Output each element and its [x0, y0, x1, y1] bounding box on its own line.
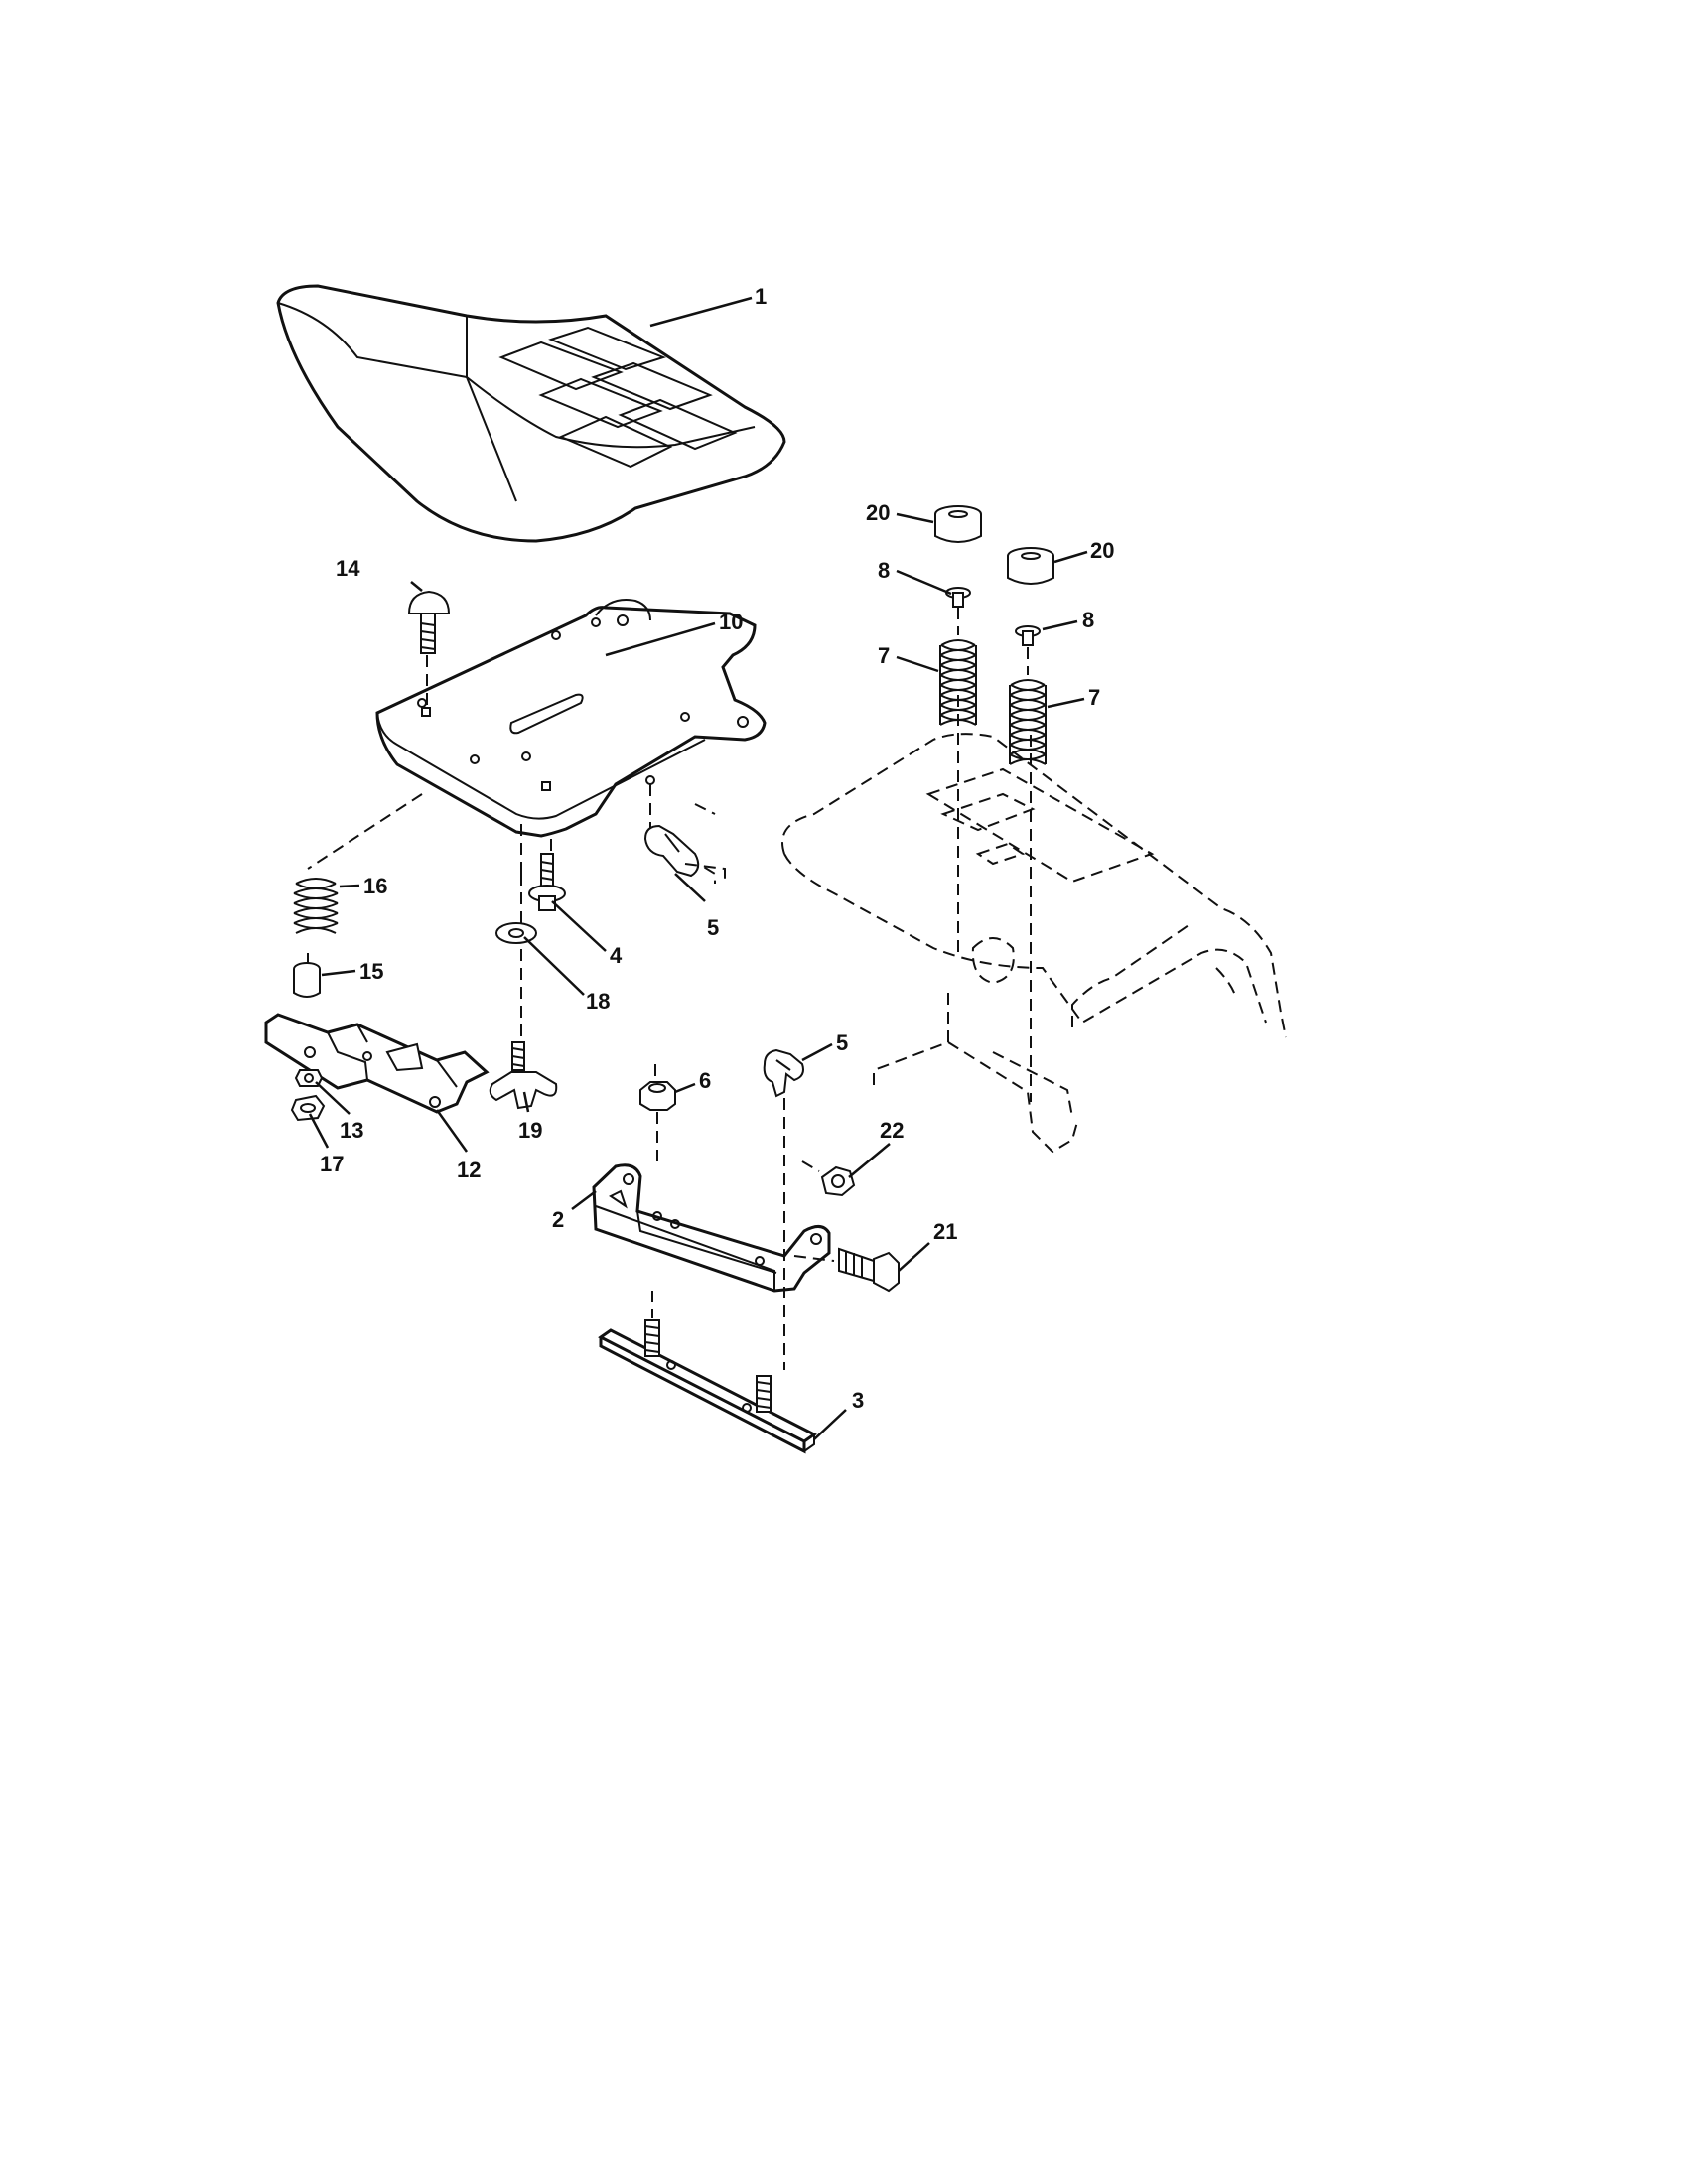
compression-spring-left — [939, 639, 977, 726]
compression-spring-small — [293, 878, 339, 934]
callout-2: 2 — [552, 1207, 564, 1232]
seat-bracket — [592, 1163, 831, 1293]
callout-6: 6 — [699, 1068, 711, 1093]
shoulder-bolt — [528, 853, 566, 911]
callout-7-right: 7 — [1088, 685, 1100, 710]
callout-5-lower: 5 — [836, 1030, 848, 1055]
callout-15: 15 — [359, 959, 383, 984]
callout-10: 10 — [719, 610, 743, 634]
flat-washer — [495, 922, 537, 944]
seat-clip-upper — [643, 824, 726, 884]
adjustment-knob — [489, 1041, 558, 1110]
callout-labels: 1 10 14 16 15 4 18 5 19 12 13 17 6 5 22 … — [320, 284, 1114, 1413]
callout-16: 16 — [363, 874, 387, 898]
callout-7-left: 7 — [878, 643, 890, 668]
callout-3: 3 — [852, 1388, 864, 1413]
hex-nut — [290, 1094, 326, 1122]
assembly-lines-left — [307, 655, 716, 1052]
chassis-outline — [781, 695, 1287, 1154]
callout-5-upper: 5 — [707, 915, 719, 940]
seat-pan — [375, 599, 767, 838]
seat-clip-lower — [763, 1048, 804, 1370]
shoulder-screw — [793, 1247, 900, 1293]
callout-12: 12 — [457, 1158, 481, 1182]
callout-1: 1 — [755, 284, 767, 309]
spacer-20-left — [934, 505, 982, 543]
seat — [276, 284, 786, 543]
compression-spring-right — [1009, 679, 1047, 765]
stud-plate — [598, 1291, 817, 1454]
callout-8-right: 8 — [1082, 608, 1094, 632]
pin-8-right — [1015, 625, 1041, 675]
nut-22 — [801, 1160, 856, 1197]
callout-17: 17 — [320, 1152, 344, 1176]
leader-lines — [308, 296, 1088, 1440]
callout-18: 18 — [586, 989, 610, 1014]
callout-13: 13 — [340, 1118, 363, 1143]
seat-adjust-plate — [264, 1013, 490, 1114]
callout-4: 4 — [610, 943, 623, 968]
locknut — [294, 1069, 324, 1087]
pin-8-left — [945, 587, 971, 635]
callout-19: 19 — [518, 1118, 542, 1143]
callout-20-right: 20 — [1090, 538, 1114, 563]
callout-20-left: 20 — [866, 500, 890, 525]
callout-21: 21 — [933, 1219, 957, 1244]
callout-22: 22 — [880, 1118, 904, 1143]
spacer — [293, 962, 321, 998]
carriage-bolt — [407, 590, 451, 654]
callout-14: 14 — [336, 556, 360, 581]
spacer-20-right — [1007, 547, 1054, 585]
flange-nut — [639, 1064, 676, 1161]
callout-8-left: 8 — [878, 558, 890, 583]
